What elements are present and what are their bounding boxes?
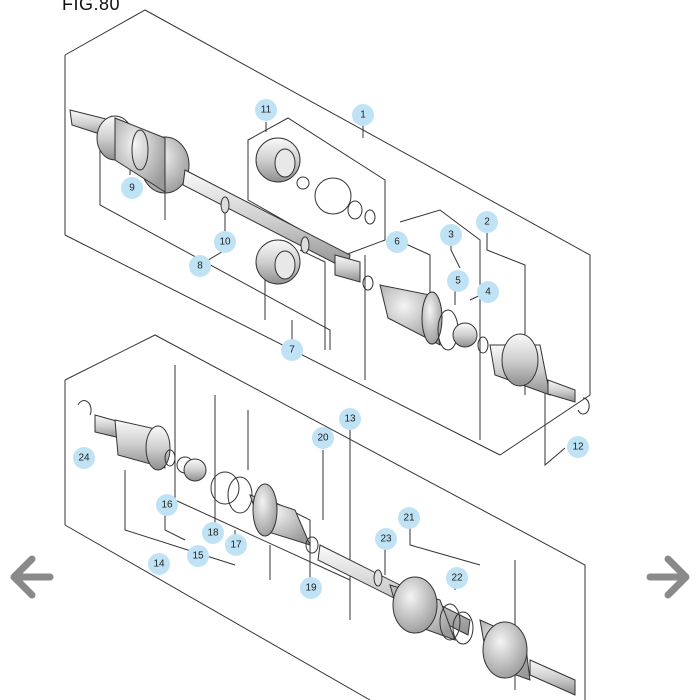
callout-4[interactable]: 4: [477, 281, 499, 303]
svg-text:17: 17: [230, 540, 242, 551]
callout-group: 1 2 3 4 5 6 7 8 9 10 11 12 13 14 15 16 1…: [73, 99, 589, 599]
callout-18[interactable]: 18: [202, 522, 224, 544]
svg-text:16: 16: [161, 500, 173, 511]
upper-drive-shaft: [69, 109, 590, 415]
arrow-right-icon: [646, 555, 690, 599]
svg-text:20: 20: [317, 433, 329, 444]
svg-text:15: 15: [192, 551, 204, 562]
svg-text:10: 10: [219, 237, 231, 248]
svg-text:9: 9: [129, 183, 135, 194]
callout-16[interactable]: 16: [156, 494, 178, 516]
svg-text:1: 1: [360, 110, 366, 121]
callout-11[interactable]: 11: [255, 99, 277, 121]
callout-22[interactable]: 22: [446, 567, 468, 589]
callout-24[interactable]: 24: [73, 447, 95, 469]
callout-17[interactable]: 17: [225, 534, 247, 556]
svg-text:3: 3: [448, 230, 454, 241]
callout-12[interactable]: 12: [567, 436, 589, 458]
callout-6[interactable]: 6: [386, 231, 408, 253]
figure-title: FIG.80: [62, 0, 121, 14]
lower-frame: [64, 334, 586, 700]
svg-text:13: 13: [344, 414, 356, 425]
callout-13[interactable]: 13: [339, 408, 361, 430]
svg-text:14: 14: [153, 559, 165, 570]
svg-text:18: 18: [207, 528, 219, 539]
callout-9[interactable]: 9: [121, 177, 143, 199]
svg-text:6: 6: [394, 237, 400, 248]
callout-23[interactable]: 23: [375, 528, 397, 550]
prev-figure-button[interactable]: [8, 553, 56, 601]
callout-14[interactable]: 14: [148, 553, 170, 575]
svg-text:7: 7: [289, 345, 295, 356]
svg-text:19: 19: [305, 583, 317, 594]
callout-7[interactable]: 7: [281, 339, 303, 361]
callout-19[interactable]: 19: [300, 577, 322, 599]
svg-text:2: 2: [484, 217, 490, 228]
callout-10[interactable]: 10: [214, 231, 236, 253]
kit-box: [247, 117, 386, 256]
next-figure-button[interactable]: [644, 553, 692, 601]
upper-frame: [64, 9, 591, 456]
callout-3[interactable]: 3: [440, 224, 462, 246]
svg-text:5: 5: [455, 276, 461, 287]
svg-text:4: 4: [485, 287, 491, 298]
callout-21[interactable]: 21: [398, 507, 420, 529]
arrow-left-icon: [10, 555, 54, 599]
callout-8[interactable]: 8: [189, 255, 211, 277]
svg-text:12: 12: [572, 442, 584, 453]
svg-text:11: 11: [261, 105, 272, 116]
svg-text:22: 22: [451, 573, 463, 584]
svg-text:8: 8: [197, 261, 203, 272]
svg-text:23: 23: [380, 534, 392, 545]
callout-20[interactable]: 20: [312, 427, 334, 449]
svg-text:24: 24: [78, 453, 90, 464]
upper-assembly: [64, 9, 591, 467]
svg-text:21: 21: [403, 513, 415, 524]
callout-5[interactable]: 5: [447, 270, 469, 292]
callout-15[interactable]: 15: [187, 545, 209, 567]
lower-drive-shaft: [77, 400, 576, 696]
callout-1[interactable]: 1: [352, 104, 374, 126]
lower-frame-bottom: [64, 524, 371, 700]
callout-2[interactable]: 2: [476, 211, 498, 233]
